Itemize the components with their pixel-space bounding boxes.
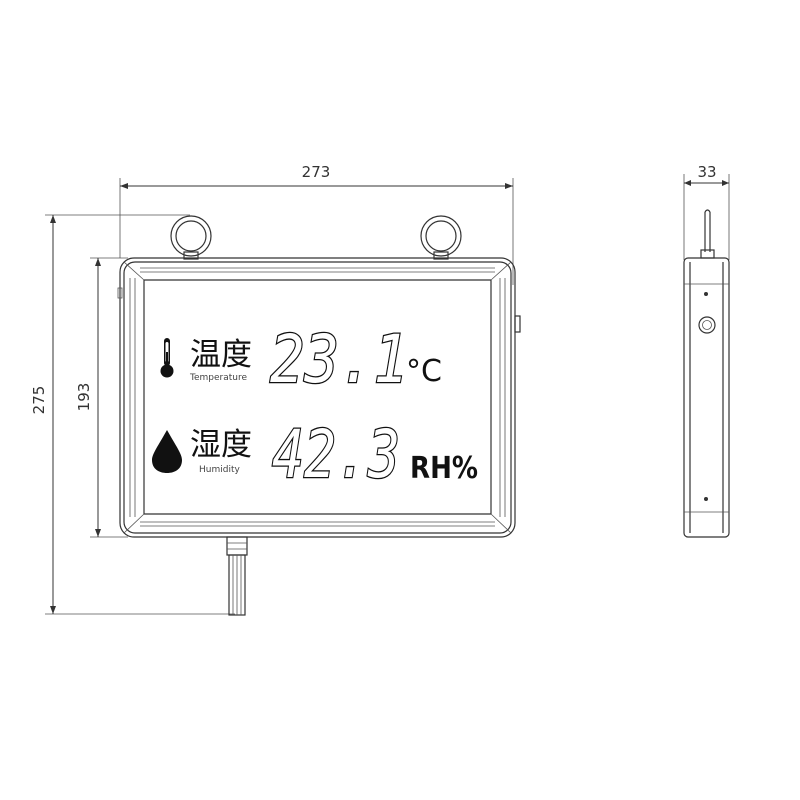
side-housing <box>683 257 730 538</box>
sensor-probe <box>226 536 248 616</box>
side-view: 33 <box>683 163 730 538</box>
body-height-dimension: 193 <box>75 257 128 538</box>
width-dimension-label: 273 <box>302 163 331 181</box>
total-height-label: 275 <box>30 386 48 415</box>
temperature-value: 23.1 <box>270 321 408 398</box>
temperature-label-cn: 温度 <box>190 337 252 373</box>
humidity-unit: RH% <box>410 451 478 486</box>
width-dimension: 273 <box>119 163 514 285</box>
front-view: 273 275 193 <box>30 163 521 616</box>
side-hook <box>700 209 715 259</box>
depth-dimension-label: 33 <box>697 163 716 181</box>
depth-dimension: 33 <box>683 163 730 260</box>
side-button <box>514 315 521 333</box>
total-height-dimension: 275 <box>30 214 235 615</box>
hanging-ring-left <box>170 215 212 260</box>
water-drop-icon <box>152 430 182 473</box>
temperature-label-en: Temperature <box>189 373 247 383</box>
humidity-row: 湿度 Humidity 42.3 RH% <box>152 415 478 494</box>
temperature-unit: °C <box>406 354 442 389</box>
temperature-row: 温度 Temperature 23.1 °C <box>160 320 442 399</box>
humidity-value: 42.3 <box>272 416 400 493</box>
body-height-label: 193 <box>75 383 93 412</box>
thermometer-icon <box>160 338 174 378</box>
humidity-label-cn: 湿度 <box>190 427 252 463</box>
hanging-ring-right <box>420 215 462 260</box>
humidity-label-en: Humidity <box>199 465 240 475</box>
display-housing <box>117 257 521 538</box>
